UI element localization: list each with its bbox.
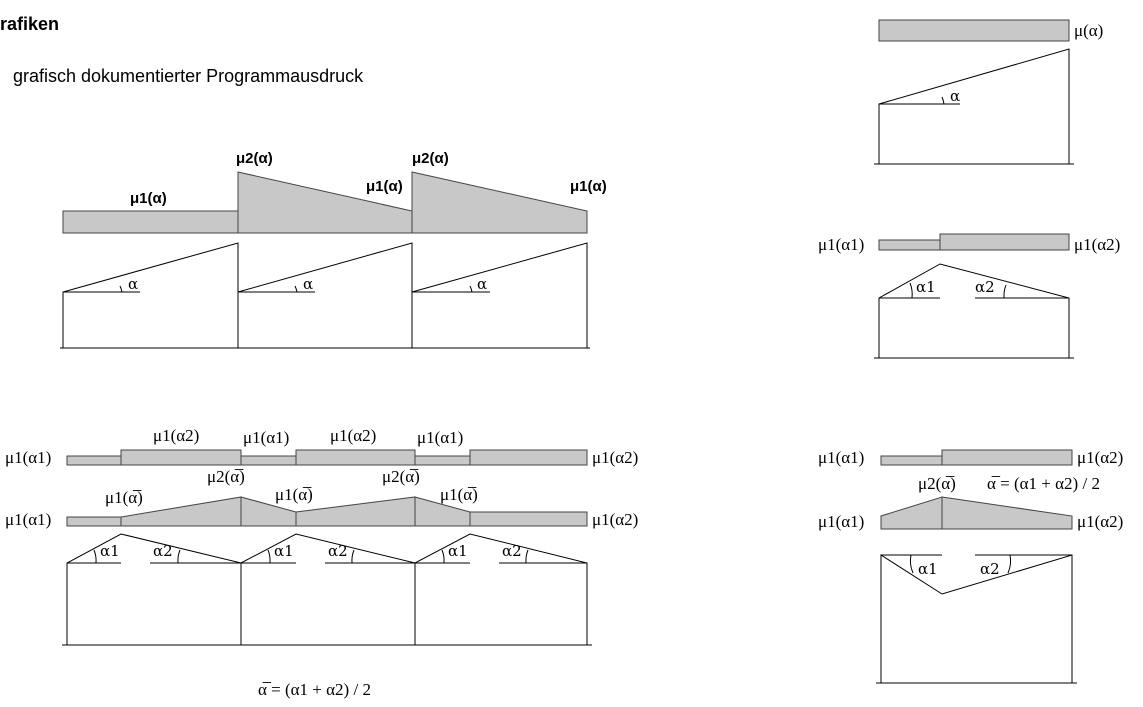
label-mu1-alpha-3: μ1(α) (570, 178, 607, 195)
load-drift-edge-left (66, 516, 122, 527)
frame-bay-1 (62, 242, 239, 348)
label-alpha-3: α (477, 275, 487, 293)
frame-multispan (66, 533, 588, 645)
load-uniform-a1-1 (66, 455, 122, 466)
label-mu-alpha: μ(α) (1074, 21, 1103, 40)
label-alpha2-d1: α2 (153, 542, 173, 560)
label-mu1-alphabar-2: μ1(α̅) (275, 485, 313, 504)
label-alpha-1: α (128, 275, 138, 293)
label-mu1-alpha1-e: μ1(α1) (818, 448, 864, 467)
label-mu1-alpha2-e2: μ1(α2) (1077, 512, 1123, 531)
frame-duopitch (878, 263, 1070, 358)
label-mu1-alpha-2: μ1(α) (366, 178, 403, 195)
load-butterfly-a2 (941, 449, 1073, 466)
label-mu1-alpha2-d2: μ1(α2) (330, 426, 376, 445)
label-alpha1-c: α1 (916, 278, 936, 296)
section-subheading: grafisch dokumentierter Programmausdruck (13, 66, 364, 86)
label-mu2-alpha-1: μ2(α) (236, 150, 273, 167)
label-mu1-alpha2-drift: μ1(α2) (592, 510, 638, 529)
label-alphabar-formula-bottom: α̅ = (α1 + α2) / 2 (258, 680, 371, 699)
label-mu1-alpha2-d1: μ1(α2) (153, 426, 199, 445)
label-mu1-alpha2-c: μ1(α2) (1074, 235, 1120, 254)
load-uniform-a1-3 (414, 455, 471, 466)
label-mu1-alpha1-left: μ1(α1) (5, 448, 51, 467)
diagram-butterfly: μ1(α1) μ1(α2) μ2(α̅) α̅ = (α1 + α2) / 2 … (818, 448, 1123, 684)
label-alpha2-c: α2 (975, 278, 995, 296)
load-uniform-a2-2 (295, 449, 416, 466)
load-mu1-alpha1 (878, 239, 941, 251)
load-uniform-a2-3 (469, 449, 588, 466)
label-mu2-alphabar-1: μ2(α̅) (207, 467, 245, 486)
diagram-multispan-duopitch: μ1(α1) μ1(α2) μ1(α1) μ1(α2) μ1(α1) μ1(α2… (5, 426, 638, 699)
load-uniform-a1-2 (240, 455, 297, 466)
frame-butterfly (880, 554, 1073, 683)
section-heading: rafiken (0, 14, 60, 34)
label-alpha2-d2: α2 (328, 542, 348, 560)
load-butterfly-drift-left (880, 496, 943, 530)
label-alpha1-d3: α1 (448, 542, 468, 560)
label-alphabar-formula-right: α̅ = (α1 + α2) / 2 (987, 474, 1100, 493)
label-mu1-alpha1-c: μ1(α1) (818, 235, 864, 254)
label-mu1-alphabar-3: μ1(α̅) (440, 485, 478, 504)
label-mu1-alpha1-e2: μ1(α1) (818, 512, 864, 531)
diagram-monopitch: μ(α) α (874, 19, 1103, 165)
load-drift-rise-2 (295, 496, 416, 527)
label-alpha2-d3: α2 (502, 542, 522, 560)
label-mu1-alphabar-1: μ1(α̅) (105, 488, 143, 507)
label-mu2-alpha-2: μ2(α) (412, 150, 449, 167)
label-alpha2-e: α2 (980, 560, 1000, 578)
frame-monopitch (878, 48, 1070, 164)
frame-bay-3 (411, 242, 588, 348)
label-mu1-alpha1-drift: μ1(α1) (5, 510, 51, 529)
label-mu2-alphabar-e: μ2(α̅) (918, 474, 956, 493)
load-mu1-block (62, 210, 239, 234)
label-mu1-alpha1-d3: μ1(α1) (417, 428, 463, 447)
label-alpha1-d1: α1 (100, 542, 120, 560)
label-mu2-alphabar-2: μ2(α̅) (382, 467, 420, 486)
load-drift-edge-right (469, 511, 588, 527)
load-butterfly-a1 (880, 455, 943, 466)
load-uniform-a2-1 (120, 449, 242, 466)
diagram-sawtooth-single-slope: μ1(α) μ2(α) μ1(α) μ2(α) μ1(α) α α α (60, 150, 607, 349)
label-alpha-mono: α (950, 87, 960, 105)
label-alpha1-e: α1 (918, 560, 938, 578)
label-mu1-alpha1-d2: μ1(α1) (243, 428, 289, 447)
label-alpha-2: α (303, 275, 313, 293)
label-alpha1-d2: α1 (274, 542, 294, 560)
frame-bay-2 (237, 242, 413, 348)
label-mu1-alpha-1: μ1(α) (130, 190, 167, 207)
load-mu2-triangle-2 (411, 171, 588, 234)
load-butterfly-drift-right (941, 496, 1073, 530)
load-mu1-alpha2 (939, 233, 1070, 251)
load-mu-alpha (878, 19, 1070, 42)
label-mu1-alpha2-e: μ1(α2) (1077, 448, 1123, 467)
label-mu1-alpha2-right: μ1(α2) (592, 448, 638, 467)
diagram-duopitch: μ1(α1) μ1(α2) α1 α2 (818, 233, 1120, 359)
